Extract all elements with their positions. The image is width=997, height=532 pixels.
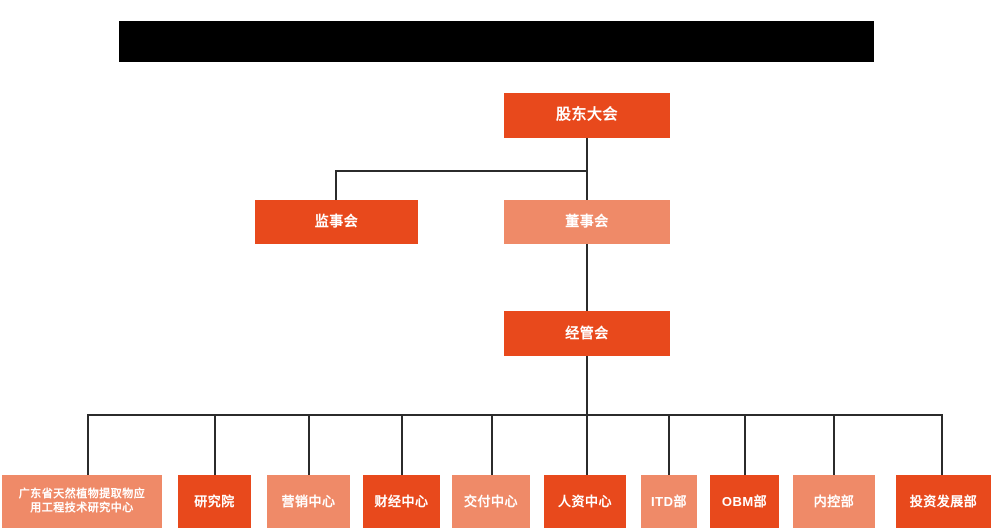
connector-directors-drop: [586, 170, 588, 201]
connector-drop-finance-center: [401, 414, 403, 475]
connector-drop-internal-control-dept: [833, 414, 835, 475]
node-shareholders-meeting[interactable]: 股东大会: [504, 93, 670, 138]
connector-supervisors-drop: [335, 170, 337, 201]
node-label: 股东大会: [555, 106, 618, 124]
connector-drop-research-center-gd: [87, 414, 89, 475]
node-management-committee[interactable]: 经管会: [504, 311, 670, 356]
node-label: 经管会: [565, 324, 609, 341]
node-internal-control-dept[interactable]: 内控部: [793, 475, 875, 528]
connector-drop-delivery-center: [491, 414, 493, 475]
node-label: 广东省天然植物提取物应 用工程技术研究中心: [2, 488, 162, 515]
node-label: 研究院: [194, 493, 235, 509]
node-hr-center[interactable]: 人资中心: [544, 475, 626, 528]
connector-level1-bus: [335, 170, 588, 172]
node-label-line1: 广东省天然植物提取物应: [18, 488, 146, 501]
connector-drop-institute: [214, 414, 216, 475]
node-label: ITD部: [651, 493, 687, 509]
node-finance-center[interactable]: 财经中心: [363, 475, 440, 528]
connector-management-down: [586, 356, 588, 416]
connector-drop-hr-center: [586, 414, 588, 475]
node-label: 交付中心: [463, 493, 518, 509]
node-research-center-gd[interactable]: 广东省天然植物提取物应 用工程技术研究中心: [2, 475, 162, 528]
node-marketing-center[interactable]: 营销中心: [267, 475, 350, 528]
connector-drop-itd-dept: [668, 414, 670, 475]
node-label: 投资发展部: [909, 493, 978, 509]
node-delivery-center[interactable]: 交付中心: [452, 475, 530, 528]
node-investment-development-dept[interactable]: 投资发展部: [896, 475, 991, 528]
node-itd-dept[interactable]: ITD部: [641, 475, 697, 528]
connector-departments-bus: [87, 414, 943, 416]
node-label: 监事会: [314, 213, 359, 230]
connector-drop-investment-development-dept: [941, 414, 943, 475]
node-label: 内控部: [813, 493, 855, 509]
redacted-title-bar: [119, 21, 874, 62]
connector-drop-marketing-center: [308, 414, 310, 475]
node-institute[interactable]: 研究院: [178, 475, 251, 528]
node-obm-dept[interactable]: OBM部: [710, 475, 779, 528]
connector-directors-to-management: [586, 244, 588, 311]
node-board-of-supervisors[interactable]: 监事会: [255, 200, 418, 244]
node-label: OBM部: [721, 493, 768, 509]
connector-shareholders-down: [586, 138, 588, 172]
node-label: 人资中心: [557, 493, 612, 509]
connector-drop-obm-dept: [744, 414, 746, 475]
node-label-line2: 用工程技术研究中心: [30, 501, 134, 514]
node-label: 董事会: [565, 213, 609, 230]
node-label: 财经中心: [374, 493, 429, 509]
node-board-of-directors[interactable]: 董事会: [504, 200, 670, 244]
node-label: 营销中心: [281, 493, 336, 509]
